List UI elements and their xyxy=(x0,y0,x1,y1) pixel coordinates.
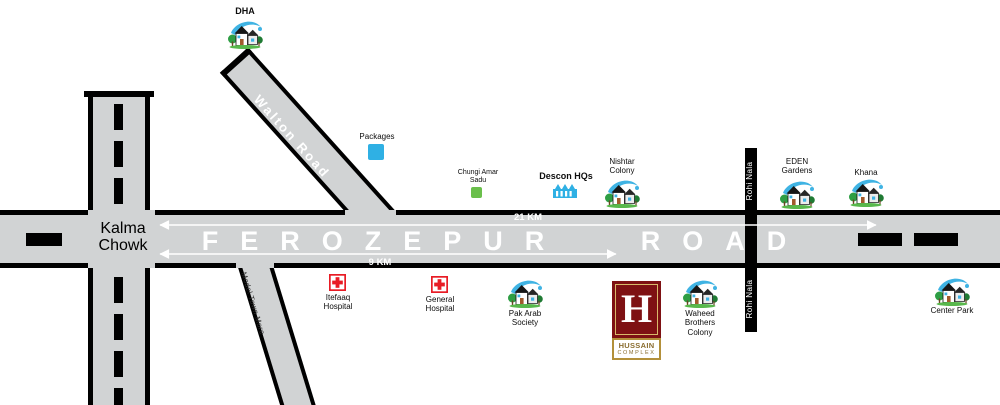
road-border xyxy=(155,263,236,268)
hussain-monogram: H xyxy=(620,286,653,331)
lane-dash xyxy=(114,314,123,340)
lane-dash xyxy=(114,388,123,405)
house-icon xyxy=(934,276,970,306)
descon-building-icon xyxy=(552,183,578,199)
landmark-eden-label: EDEN Gardens xyxy=(781,157,813,176)
landmark-nishtar-label: Nishtar Colony xyxy=(609,157,635,176)
house-icon xyxy=(779,179,815,209)
chungi-marker-icon xyxy=(471,187,482,198)
road-border xyxy=(88,268,93,405)
hussain-name-line2: COMPLEX xyxy=(617,350,656,356)
lane-dash xyxy=(114,351,123,377)
kalma-chowk-label: Kalma Chowk xyxy=(98,220,148,255)
packages-icon xyxy=(368,144,384,160)
landmark-packages-label: Packages xyxy=(359,132,395,141)
rohi-nala-strip xyxy=(745,148,757,332)
distance-21km-label: 21 KM xyxy=(514,212,542,223)
lane-dash xyxy=(914,233,958,246)
landmark-chungi-label: Chungi Amar Sadu xyxy=(457,169,499,185)
lane-dash xyxy=(114,178,123,204)
lane-dash xyxy=(858,233,902,246)
landmark-descon-label: Descon HQs xyxy=(539,171,593,181)
hospital-cross-icon xyxy=(329,274,346,291)
landmark-general-hospital-label: General Hospital xyxy=(425,295,455,314)
hussain-name-line1: HUSSAIN xyxy=(618,341,655,350)
landmark-pak-arab-label: Pak Arab Society xyxy=(508,309,542,328)
road-border xyxy=(88,95,93,210)
landmark-khana-label: Khana xyxy=(854,168,878,177)
hussain-nameplate: HUSSAIN COMPLEX xyxy=(612,338,661,360)
road-border xyxy=(396,210,1000,215)
hussain-complex-logo: H HUSSAIN COMPLEX xyxy=(612,281,661,360)
landmark-waheed-label: Waheed Brothers Colony xyxy=(684,309,716,337)
house-icon xyxy=(848,177,884,207)
road-border xyxy=(274,263,1000,268)
house-icon xyxy=(227,19,263,49)
road-border xyxy=(0,210,88,215)
lane-dash xyxy=(114,277,123,303)
house-icon xyxy=(604,178,640,208)
landmark-itefaaq-label: Itefaaq Hospital xyxy=(323,293,353,312)
lane-dash xyxy=(114,141,123,167)
road-border xyxy=(145,95,150,210)
house-icon xyxy=(682,278,718,308)
landmark-center-park-label: Center Park xyxy=(930,306,974,315)
house-icon xyxy=(507,278,543,308)
distance-9km-label: 9 KM xyxy=(368,257,392,268)
lane-dash xyxy=(114,104,123,130)
hospital-cross-icon xyxy=(431,276,448,293)
road-border xyxy=(155,210,345,215)
landmark-dha-label: DHA xyxy=(235,6,255,16)
lane-dash xyxy=(26,233,62,246)
road-end-cap xyxy=(84,91,154,97)
road-border xyxy=(145,268,150,405)
hussain-monogram-box: H xyxy=(612,281,661,338)
road-border xyxy=(0,263,88,268)
